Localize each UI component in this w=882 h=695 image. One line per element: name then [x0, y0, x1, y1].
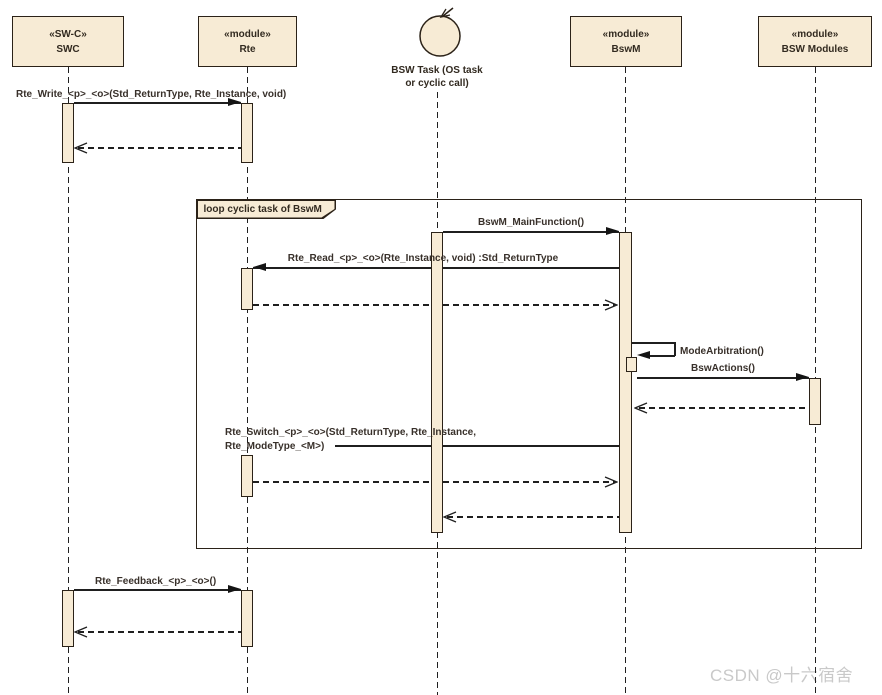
arrowhead-icon	[796, 373, 809, 381]
activation-rte-write	[241, 103, 253, 163]
message-label-rte-switch-line2: Rte_ModeType_<M>)	[225, 441, 325, 452]
open-arrowhead-icon	[634, 402, 648, 414]
loop-fragment	[196, 199, 862, 549]
participant-name: SWC	[56, 43, 80, 55]
message-label-rte-feedback: Rte_Feedback_<p>_<o>()	[95, 576, 217, 587]
activation-bsw-modules	[809, 378, 821, 425]
participant-swc: «SW-C» SWC	[12, 16, 124, 67]
activation-swc-write	[62, 103, 74, 163]
open-arrowhead-icon	[74, 142, 88, 154]
activation-rte-read	[241, 268, 253, 310]
message-mode-arbitration-drop	[674, 342, 676, 356]
open-arrowhead-icon	[74, 626, 88, 638]
return-message-main-function	[447, 516, 619, 518]
message-label-rte-write: Rte_Write_<p>_<o>(Std_ReturnType, Rte_In…	[16, 89, 287, 100]
participant-stereotype: «module»	[791, 28, 839, 40]
open-arrowhead-icon	[443, 511, 457, 523]
participant-bsw-modules: «module» BSW Modules	[758, 16, 872, 67]
participant-stereotype: «SW-C»	[49, 28, 87, 40]
message-label-rte-switch-line1: Rte_Switch_<p>_<o>(Std_ReturnType, Rte_I…	[225, 427, 477, 438]
participant-name: BSW Task (OS task	[391, 65, 483, 76]
activation-bsw-task	[431, 232, 443, 533]
message-mode-arbitration	[632, 342, 675, 344]
message-rte-switch	[335, 445, 619, 447]
participant-stereotype: «module»	[602, 28, 650, 40]
message-label-bswm-main-function: BswM_MainFunction()	[477, 217, 585, 228]
activation-rte-feedback	[241, 590, 253, 647]
participant-bsw-task: BSW Task (OS task or cyclic call)	[375, 64, 499, 90]
participant-stereotype: «module»	[224, 28, 271, 40]
participant-name: BSW Modules	[781, 43, 849, 55]
open-arrowhead-icon	[604, 299, 618, 311]
message-label-bsw-actions: BswActions()	[691, 363, 755, 374]
message-rte-feedback	[74, 589, 241, 591]
arrowhead-icon	[606, 227, 619, 235]
lifeline-swc	[68, 67, 69, 695]
arrowhead-icon	[228, 98, 241, 106]
participant-name: BswM	[611, 43, 641, 55]
return-message-write	[78, 147, 241, 149]
watermark: CSDN @十六宿舍	[710, 666, 854, 685]
message-bswm-main-function	[443, 231, 619, 233]
activation-swc-feedback	[62, 590, 74, 647]
return-message-bsw-actions	[639, 407, 809, 409]
message-label-mode-arbitration: ModeArbitration()	[680, 346, 764, 357]
message-bsw-actions	[637, 377, 809, 379]
participant-rte: «module» Rte	[198, 16, 297, 67]
loop-fragment-tab: loop cyclic task of BswM	[196, 199, 336, 219]
return-message-feedback	[78, 631, 241, 633]
lifeline-rte	[247, 67, 248, 695]
message-label-rte-read: Rte_Read_<p>_<o>(Rte_Instance, void) :St…	[287, 253, 559, 264]
message-rte-write	[74, 102, 241, 104]
open-arrowhead-icon	[604, 476, 618, 488]
fragment-operator-label: loop cyclic task of BswM	[197, 200, 335, 218]
arrowhead-icon	[637, 351, 650, 359]
arrowhead-icon	[228, 585, 241, 593]
participant-name: or cyclic call)	[405, 78, 469, 89]
participant-name: Rte	[239, 43, 256, 55]
activation-rte-switch	[241, 455, 253, 497]
activation-bswm	[619, 232, 632, 533]
participant-bswm: «module» BswM	[570, 16, 682, 67]
timer-actor-icon	[419, 7, 461, 57]
message-mode-arbitration-back	[650, 355, 675, 357]
activation-bswm-self	[626, 357, 637, 372]
arrowhead-icon	[253, 263, 266, 271]
